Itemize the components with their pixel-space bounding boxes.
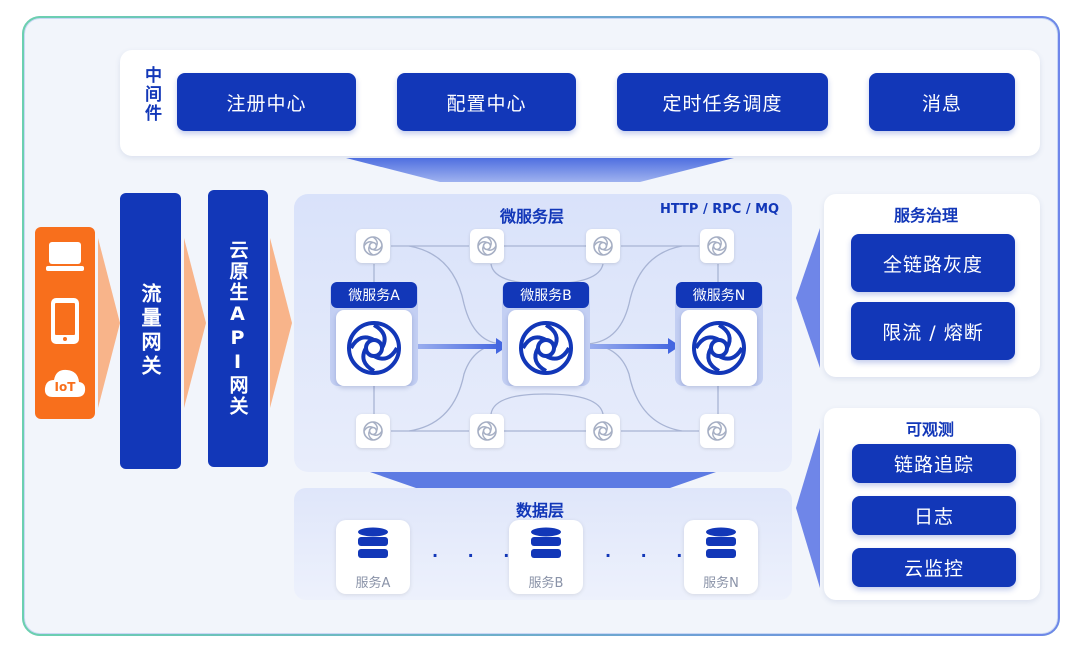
full-chain-grayscale-button[interactable]: 全链路灰度 (851, 234, 1015, 292)
ellipsis-left: · · · (432, 546, 522, 565)
arrow-apigw-to-micro (270, 238, 292, 408)
cloud-native-api-gateway[interactable]: 云原生API网关 (208, 190, 268, 467)
tracing-button[interactable]: 链路追踪 (852, 444, 1016, 483)
middleware-config-button[interactable]: 配置中心 (397, 73, 576, 131)
microservice-connections (373, 245, 719, 432)
observability-title: 可观测 (906, 420, 955, 439)
middleware-scheduler-button[interactable]: 定时任务调度 (617, 73, 828, 131)
logging-button[interactable]: 日志 (852, 496, 1016, 535)
rate-limit-circuit-breaker-button[interactable]: 限流 / 熔断 (851, 302, 1015, 360)
phone-icon (51, 298, 79, 344)
observability-arrow (796, 428, 820, 588)
data-service-a-label: 服务A (355, 576, 391, 591)
ellipsis-right: · · · (605, 546, 695, 565)
micro-to-data-funnel (370, 472, 716, 488)
middleware-registry-button[interactable]: 注册中心 (177, 73, 356, 131)
database-icon (706, 527, 736, 558)
microservice-layer-title: 微服务层 (500, 207, 565, 226)
instance-node (470, 414, 504, 448)
cloud-monitor-button[interactable]: 云监控 (852, 548, 1016, 587)
instance-node (586, 414, 620, 448)
microservice-a-node[interactable] (336, 310, 412, 386)
middleware-funnel (346, 158, 734, 182)
microservice-b-tag[interactable]: 微服务B (503, 282, 589, 308)
data-service-b-label: 服务B (528, 576, 564, 591)
iot-cloud-icon (44, 369, 86, 397)
protocol-label: HTTP / RPC / MQ (660, 202, 780, 217)
instance-node (356, 229, 390, 263)
database-icon (531, 527, 561, 558)
arrow-devices-to-traffic (98, 238, 120, 408)
traffic-gateway[interactable]: 流量网关 (120, 193, 181, 469)
instance-node (700, 414, 734, 448)
arrow-traffic-to-apigw (184, 238, 206, 408)
instance-node (586, 229, 620, 263)
data-service-n-label: 服务N (703, 576, 739, 591)
middleware-label: 中间件 (141, 66, 161, 123)
microservice-n-tag[interactable]: 微服务N (676, 282, 762, 308)
instance-node (356, 414, 390, 448)
instance-node (470, 229, 504, 263)
microservice-a-tag[interactable]: 微服务A (331, 282, 417, 308)
instance-node (700, 229, 734, 263)
data-layer-title: 数据层 (516, 501, 565, 520)
governance-arrow (796, 228, 820, 368)
database-icon (358, 527, 388, 558)
laptop-icon (46, 242, 84, 271)
middleware-message-button[interactable]: 消息 (869, 73, 1015, 131)
governance-title: 服务治理 (894, 206, 959, 225)
iot-text: IoT (54, 380, 76, 394)
microservice-b-node[interactable] (508, 310, 584, 386)
microservice-n-node[interactable] (681, 310, 757, 386)
